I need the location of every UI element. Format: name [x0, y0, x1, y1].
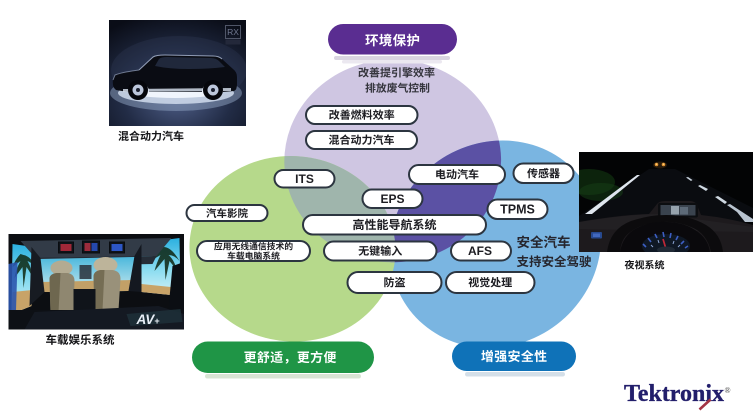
svg-text:EPS: EPS: [380, 192, 404, 206]
svg-text:TPMS: TPMS: [500, 203, 535, 217]
svg-text:AFS: AFS: [468, 244, 492, 258]
svg-text:Tektronix: Tektronix: [624, 381, 724, 407]
svg-text:AV+: AV+: [136, 312, 161, 327]
svg-text:ITS: ITS: [295, 172, 314, 186]
svg-text:®: ®: [725, 386, 731, 395]
svg-text:RX: RX: [227, 27, 239, 37]
